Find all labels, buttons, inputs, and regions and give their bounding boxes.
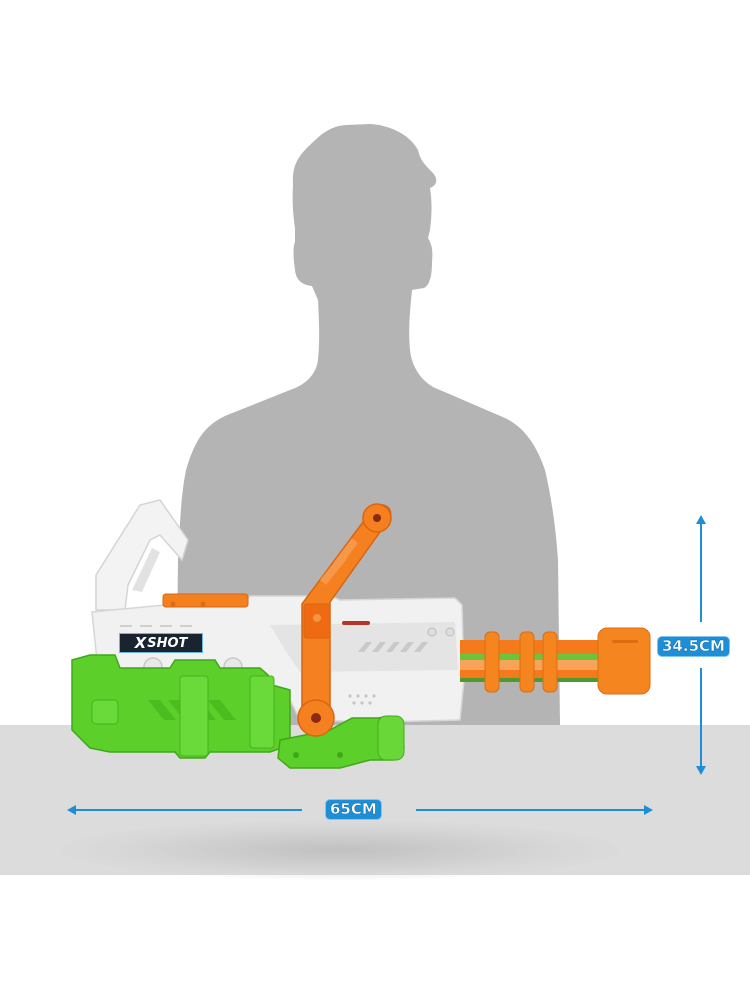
xshot-logo: X SHOT — [119, 633, 203, 653]
width-dimension-label: 65CM — [326, 800, 381, 819]
person-silhouette — [176, 124, 560, 725]
height-dimension-label: 34.5CM — [658, 637, 729, 656]
sight-indicator — [342, 621, 370, 625]
gatling-barrel — [460, 627, 651, 695]
vent-slots — [358, 642, 428, 652]
water-tank — [71, 654, 291, 759]
top-orange-slide — [162, 593, 249, 608]
floor-shadow — [60, 820, 620, 880]
crank-handle — [297, 503, 392, 737]
xshot-logo-shot: SHOT — [147, 635, 188, 651]
barrel-muzzle — [597, 627, 651, 695]
xshot-logo-x: X — [134, 634, 147, 652]
rear-carry-handle — [95, 499, 189, 611]
grip-dots — [348, 694, 376, 705]
width-dimension-arrow — [67, 805, 653, 815]
height-dimension-arrow — [696, 515, 706, 775]
front-pump — [277, 715, 405, 769]
